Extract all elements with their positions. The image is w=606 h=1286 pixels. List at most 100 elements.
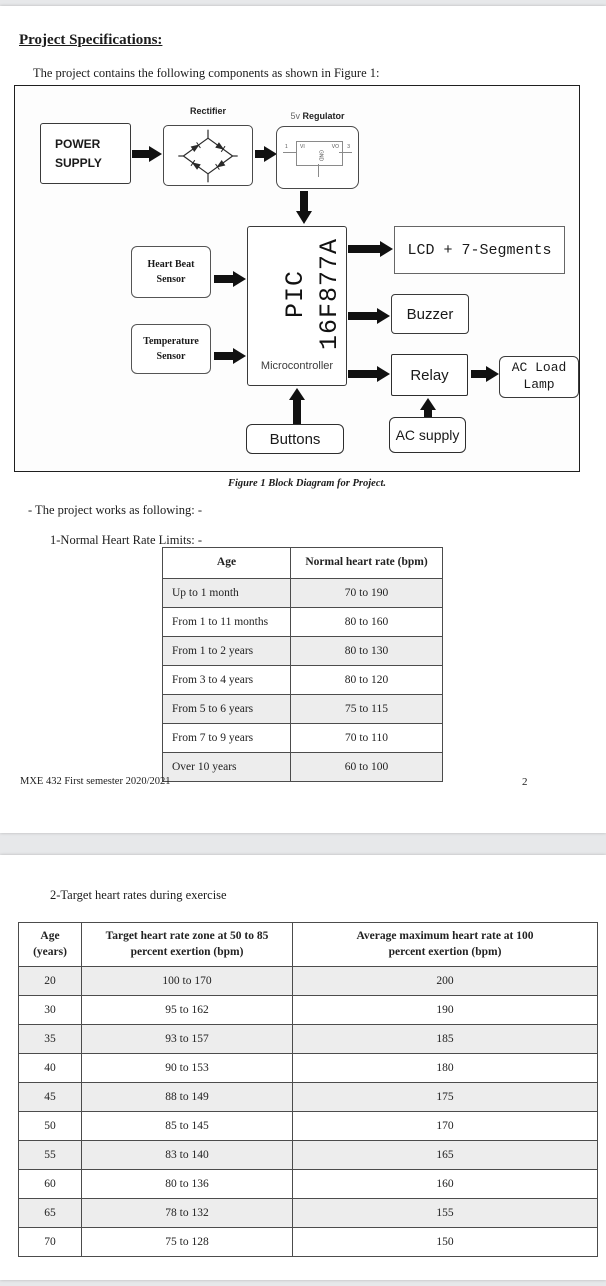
table-cell: 155 [292, 1198, 598, 1228]
arrow-regulator-to-mcu [300, 191, 308, 211]
figure-caption: Figure 1 Block Diagram for Project. [227, 478, 387, 489]
footer-course-text: MXE 432 First semester 2020/2021 [20, 776, 171, 787]
column-header: Age (years) [18, 922, 82, 967]
table-cell: 200 [292, 966, 598, 996]
table-cell: 100 to 170 [81, 966, 293, 996]
footer-page-number: 2 [522, 776, 528, 788]
table-cell: From 1 to 11 months [162, 607, 291, 637]
table-cell: 83 to 140 [81, 1140, 293, 1170]
table2-header: Age (years)Target heart rate zone at 50 … [18, 922, 598, 967]
table-cell: 78 to 132 [81, 1198, 293, 1228]
heart-beat-sensor-block: Heart Beat Sensor [131, 246, 211, 298]
ac-load-lamp-block: AC Load Lamp [499, 356, 579, 398]
table-cell: 88 to 149 [81, 1082, 293, 1112]
table-cell: 80 to 160 [290, 607, 443, 637]
table-cell: 30 [18, 995, 82, 1025]
table-cell: 95 to 162 [81, 995, 293, 1025]
table-cell: 180 [292, 1053, 598, 1083]
table-cell: From 1 to 2 years [162, 636, 291, 666]
table-cell: From 5 to 6 years [162, 694, 291, 724]
regulator-input-lead [283, 152, 296, 153]
column-header: Target heart rate zone at 50 to 85 perce… [81, 922, 293, 967]
arrow-buttons-to-mcu [293, 400, 301, 424]
buzzer-label: Buzzer [406, 305, 454, 323]
column-header: Average maximum heart rate at 100 percen… [292, 922, 598, 967]
table-cell: 170 [292, 1111, 598, 1141]
rectifier-block [163, 125, 253, 186]
table-cell: 60 to 100 [290, 752, 443, 782]
regulator-output-lead [339, 152, 352, 153]
arrow-heart-sensor-to-mcu [214, 275, 233, 283]
mcu-part-number: PIC 16F877A [281, 237, 344, 351]
lcd-7segments-block: LCD + 7-Segments [394, 226, 565, 274]
table-cell: 90 to 153 [81, 1053, 293, 1083]
table1-title: 1-Normal Heart Rate Limits: - [50, 533, 203, 547]
table-cell: 93 to 157 [81, 1024, 293, 1054]
pdf-page-3: 2-Target heart rates during exercise Age… [0, 855, 606, 1280]
ac-supply-block: AC supply [389, 417, 466, 453]
table-cell: Over 10 years [162, 752, 291, 782]
temp-sensor-label-line1: Temperature [143, 336, 199, 347]
regulator-label: 5v Regulator [290, 111, 345, 121]
target-heart-rate-table: Age (years)Target heart rate zone at 50 … [18, 922, 598, 1257]
table-cell: From 3 to 4 years [162, 665, 291, 695]
table-cell: 165 [292, 1140, 598, 1170]
ac-load-label-line2: Lamp [523, 377, 555, 392]
table-cell: 60 [18, 1169, 82, 1199]
arrow-relay-to-lamp [471, 370, 486, 378]
ac-load-label-line1: AC Load [511, 360, 567, 376]
table-cell: 190 [292, 995, 598, 1025]
works-as-following-text: - The project works as following: - [28, 503, 203, 517]
regulator-pin3-number: 3 [347, 144, 350, 150]
regulator-vo-pin-label: VO [331, 144, 339, 150]
table-cell: 80 to 130 [290, 636, 443, 666]
buttons-block: Buttons [246, 424, 344, 454]
table-cell: 50 [18, 1111, 82, 1141]
arrow-rectifier-to-regulator [255, 150, 264, 158]
regulator-gnd-pin-label: GND [317, 149, 323, 162]
table-cell: 65 [18, 1198, 82, 1228]
table-cell: 45 [18, 1082, 82, 1112]
temperature-sensor-block: Temperature Sensor [131, 324, 211, 374]
regulator-ic-body: VI VO GND [296, 141, 343, 166]
arrow-temp-sensor-to-mcu [214, 352, 233, 360]
intro-paragraph: The project contains the following compo… [33, 66, 380, 80]
rectifier-label: Rectifier [189, 106, 226, 116]
table-cell: 70 to 190 [290, 578, 443, 608]
voltage-regulator-block: VI VO GND 1 3 [276, 126, 359, 189]
pdf-page-2: Project Specifications: The project cont… [0, 6, 606, 833]
column-header: Age [162, 547, 291, 579]
microcontroller-block: PIC 16F877A Microcontroller [247, 226, 347, 386]
ac-supply-label: AC supply [395, 427, 460, 443]
table-cell: 40 [18, 1053, 82, 1083]
mcu-subtitle: Microcontroller [260, 360, 334, 372]
diode-bridge-icon [178, 129, 238, 182]
lcd-label: LCD + 7-Segments [407, 241, 552, 259]
regulator-pin1-number: 1 [285, 144, 288, 150]
table-cell: 70 [18, 1227, 82, 1257]
buttons-label: Buttons [269, 430, 321, 448]
table-cell: 80 to 120 [290, 665, 443, 695]
regulator-gnd-lead [318, 164, 319, 177]
table-cell: 85 to 145 [81, 1111, 293, 1141]
